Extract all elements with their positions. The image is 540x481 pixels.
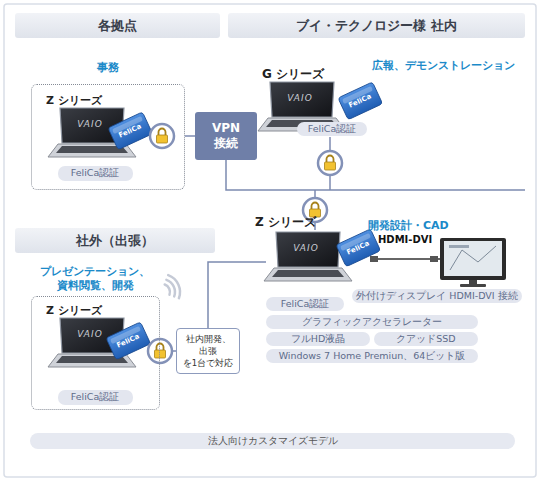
monitor-frame: [440, 238, 506, 280]
footer-band: 法人向けカスタマイズモデル: [30, 433, 515, 449]
section-header: 各拠点: [15, 13, 220, 38]
monitor-base: [460, 284, 486, 287]
screen-drawing: [449, 245, 469, 248]
node-text: 外付けディスプレイ HDMI-DVI 接続: [356, 290, 517, 303]
logo-text: VAIO: [77, 329, 102, 339]
logo-text: VAIO: [293, 243, 318, 253]
series-label: Z シリーズ: [255, 214, 316, 231]
card-illustration: [108, 112, 153, 150]
series-label: G シリーズ: [262, 66, 324, 83]
wireless-symbol: [165, 275, 180, 298]
node-text: FeliCa認証: [71, 167, 120, 180]
node-text: Windows 7 Home Premiun、64ビット版: [279, 350, 466, 363]
cable-line: [372, 258, 440, 260]
node-text: クアッドSSD: [396, 333, 455, 346]
card-illustration: [338, 82, 383, 120]
wireless-arc: [165, 285, 170, 295]
vpn-box: VPN 接続: [195, 112, 257, 160]
wireless-arc: [168, 275, 180, 298]
network-bus: [226, 160, 525, 190]
cable-plug: [370, 256, 378, 262]
feature-pill: クアッドSSD: [374, 332, 478, 346]
lock-icon: [148, 339, 172, 363]
usage-label: 広報、デモンストレーション: [372, 58, 515, 73]
section-header: 社外（出張）: [15, 228, 215, 253]
node-text: FeliCa認証: [308, 123, 357, 136]
hdmi-cable: [370, 256, 440, 262]
node-text: FeliCa認証: [71, 391, 120, 404]
note-box: 社内開発、出張 を1台で対応: [176, 328, 240, 374]
feature-pill: FeliCa認証: [297, 122, 367, 136]
monitor-illustration: [440, 238, 506, 287]
logo-text: VAIO: [77, 119, 102, 129]
node-text: ブイ・テクノロジー様 社内: [296, 17, 457, 35]
node-text: 社内開発、出張 を1台で対応: [177, 333, 239, 369]
wireless-arc: [166, 280, 175, 297]
feature-pill: Windows 7 Home Premiun、64ビット版: [266, 349, 478, 363]
feature-pill: フルHD液晶: [266, 332, 370, 346]
lock-icon: [150, 124, 174, 148]
bracket-wire: [208, 262, 266, 328]
feature-pill: グラフィックアクセラレーター: [266, 315, 478, 329]
network-connector: [185, 135, 195, 137]
monitor-screen: [444, 241, 502, 276]
node-text: 社外（出張）: [76, 232, 154, 250]
cable-plug: [430, 256, 438, 262]
node-text: Z シリーズ: [46, 303, 102, 318]
node-text: FeliCa認証: [281, 298, 330, 311]
site-group: プレゼンテーション、 資料閲覧、開発Z シリーズFeliCa認証: [31, 296, 160, 410]
node-text: 各拠点: [98, 17, 137, 35]
node-text: 法人向けカスタマイズモデル: [208, 435, 338, 448]
feature-pill: FeliCa認証: [58, 166, 133, 181]
group-heading: 事務: [32, 61, 183, 75]
network-wires: [208, 137, 525, 328]
feature-pill: 外付けディスプレイ HDMI-DVI 接続: [352, 289, 522, 303]
screen-drawing: [450, 246, 496, 270]
usage-label: 開発設計・CAD: [368, 218, 449, 233]
node-text: Z シリーズ: [46, 93, 102, 108]
card-illustration: [106, 322, 151, 360]
feature-pill: FeliCa認証: [266, 297, 344, 311]
node-text: フルHD液晶: [291, 333, 345, 346]
group-heading: プレゼンテーション、 資料閲覧、開発: [32, 265, 158, 293]
feature-pill: FeliCa認証: [58, 390, 133, 405]
lock-icon: [318, 151, 342, 175]
laptop-illustration: [264, 232, 352, 281]
cable-label: HDMI-DVI: [378, 234, 432, 245]
site-group: 事務Z シリーズFeliCa認証: [31, 84, 185, 190]
monitor-stand: [469, 280, 477, 284]
outer-frame: [4, 4, 536, 477]
card-illustration: [336, 229, 381, 267]
node-text: グラフィックアクセラレーター: [302, 316, 442, 329]
logo-text: VAIO: [287, 93, 312, 103]
section-header: ブイ・テクノロジー様 社内: [228, 13, 525, 38]
node-text: VPN 接続: [206, 121, 246, 151]
